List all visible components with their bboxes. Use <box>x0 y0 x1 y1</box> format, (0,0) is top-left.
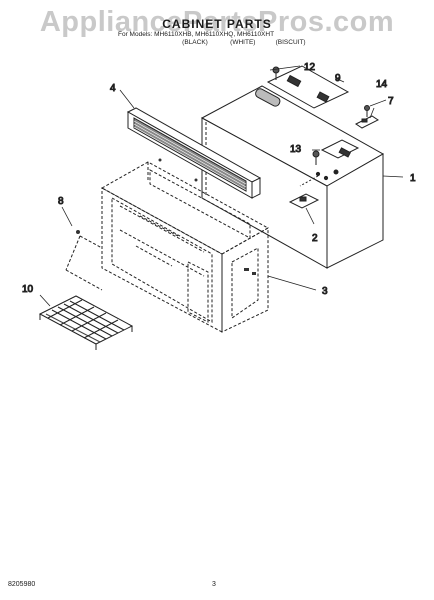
front-grille <box>126 107 262 199</box>
callout-2: 2 <box>312 233 318 244</box>
callout-7: 7 <box>388 96 394 107</box>
grid-tray <box>38 295 134 350</box>
color-white: (WHITE) <box>230 39 256 46</box>
callout-9: 9 <box>335 73 341 84</box>
callout-3: 3 <box>322 286 328 297</box>
callout-8: 8 <box>58 196 64 207</box>
callout-14: 14 <box>376 79 388 90</box>
page-number: 3 <box>212 581 216 588</box>
callout-4: 4 <box>110 83 116 94</box>
cavity-fasteners <box>76 158 256 275</box>
page-title: CABINET PARTS <box>162 17 272 31</box>
top-plate <box>266 65 350 109</box>
watermark: AppliancePartsPros.com <box>39 6 395 38</box>
leader-lines <box>39 65 404 307</box>
bracket-2 <box>288 193 320 209</box>
callout-1: 1 <box>410 173 416 184</box>
model-list: For Models: MH6110XHB, MH6110XHQ, MH6110… <box>118 31 275 38</box>
screw-14 <box>364 105 370 117</box>
callout-13: 13 <box>290 144 302 155</box>
callout-10: 10 <box>22 284 34 295</box>
color-list: (BLACK) (WHITE) (BISCUIT) <box>172 39 314 46</box>
cabinet-wrapper <box>200 85 385 269</box>
screw-13 <box>312 150 320 165</box>
color-black: (BLACK) <box>182 39 208 46</box>
color-biscuit: (BISCUIT) <box>275 39 306 46</box>
bracket-7 <box>355 115 379 129</box>
document-number: 8205980 <box>8 581 36 588</box>
cavity-assembly <box>65 161 270 333</box>
screw-12 <box>272 66 280 80</box>
callout-12: 12 <box>304 62 316 73</box>
